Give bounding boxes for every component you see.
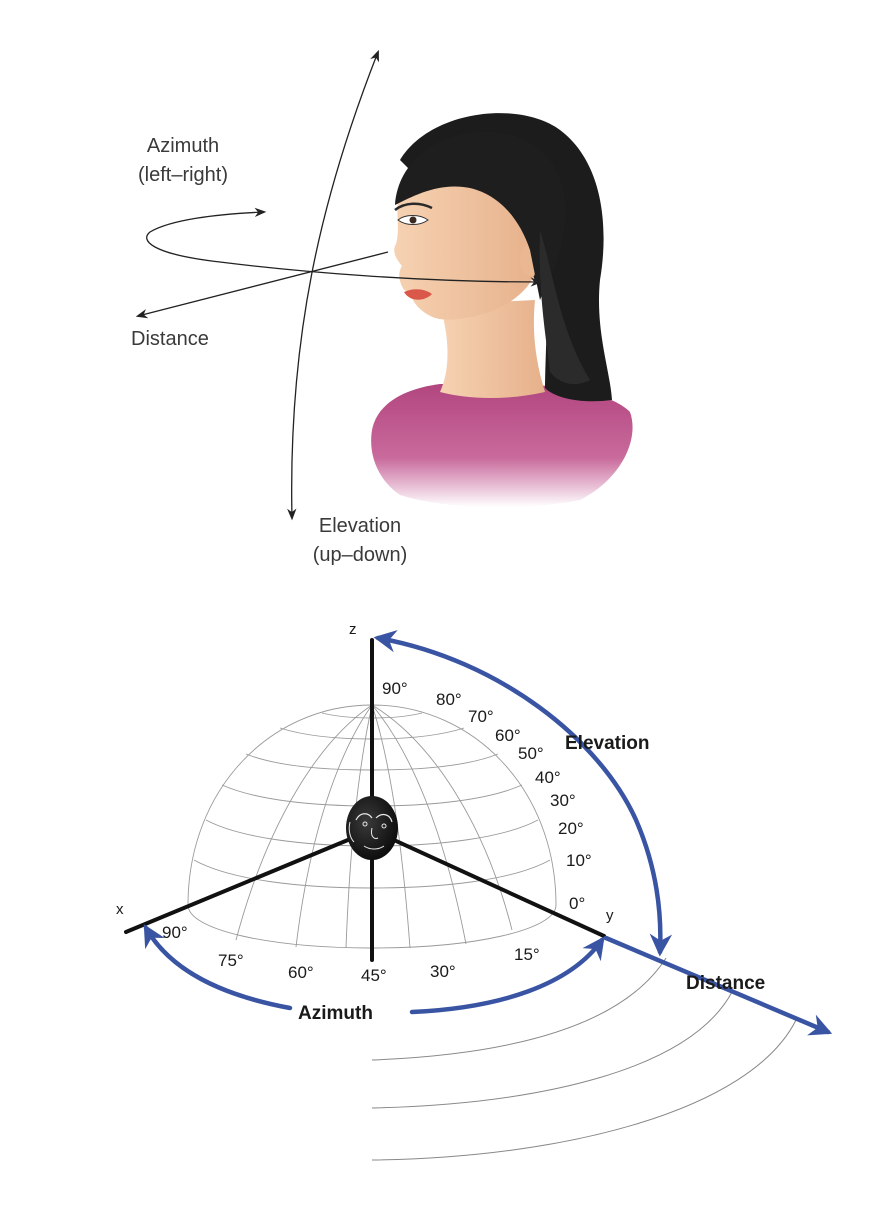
azimuth-tick: 90°: [162, 923, 188, 942]
longitude-line: [295, 704, 373, 948]
y-axis: [370, 828, 606, 938]
eye-pupil: [409, 216, 417, 224]
azimuth-tick: 60°: [288, 963, 314, 982]
z-axis-label: z: [349, 621, 357, 638]
distance-label-top: Distance: [131, 328, 209, 350]
elevation-tick: 40°: [535, 768, 561, 787]
head-illustration: [371, 113, 633, 508]
distance-arrow: [135, 251, 389, 319]
elevation-tick: 0°: [569, 894, 585, 913]
elevation-arc-arrow: [373, 630, 673, 957]
elevation-tick: 70°: [468, 707, 494, 726]
x-axis: [124, 828, 374, 934]
shirt-shape: [371, 384, 633, 508]
distance-arcs: [371, 957, 797, 1161]
distance-arrow-blue: [603, 935, 833, 1036]
elevation-tick: 50°: [518, 744, 544, 763]
elevation-tick: 60°: [495, 726, 521, 745]
azimuth-sub-label: (left–right): [138, 164, 228, 186]
azimuth-tick: 75°: [218, 951, 244, 970]
elevation-tick: 20°: [558, 819, 584, 838]
elevation-label-top: Elevation: [319, 515, 401, 537]
azimuth-arc-arrow-right: [409, 936, 605, 1015]
blue-arrows: [143, 630, 833, 1036]
elevation-sub-label: (up–down): [313, 544, 408, 566]
elevation-label-bottom: Elevation: [565, 733, 649, 754]
elevation-tick: 80°: [436, 690, 462, 709]
lips: [404, 289, 432, 300]
elevation-tick: 30°: [550, 791, 576, 810]
x-axis-label: x: [116, 901, 124, 918]
azimuth-arc-arrow-left: [143, 924, 293, 1011]
top-axes: [135, 49, 543, 521]
hair-front: [395, 131, 566, 300]
azimuth-tick: 15°: [514, 945, 540, 964]
azimuth-arrow: [146, 207, 543, 287]
azimuth-label-bottom: Azimuth: [298, 1003, 373, 1024]
azimuth-label-top: Azimuth: [147, 135, 219, 157]
distance-arc: [371, 1019, 797, 1161]
hair-strand: [539, 230, 590, 385]
distance-arc: [371, 991, 733, 1109]
elevation-arrow: [287, 49, 379, 521]
y-axis-label: y: [606, 907, 614, 924]
distance-arc: [371, 957, 667, 1061]
head-icon: [346, 796, 398, 860]
azimuth-tick: 30°: [430, 962, 456, 981]
distance-label-bottom: Distance: [686, 973, 765, 994]
neck: [440, 300, 545, 398]
elevation-tick: 90°: [382, 679, 408, 698]
longitude-line: [235, 704, 373, 941]
azimuth-tick: 45°: [361, 966, 387, 985]
elevation-tick: 10°: [566, 851, 592, 870]
